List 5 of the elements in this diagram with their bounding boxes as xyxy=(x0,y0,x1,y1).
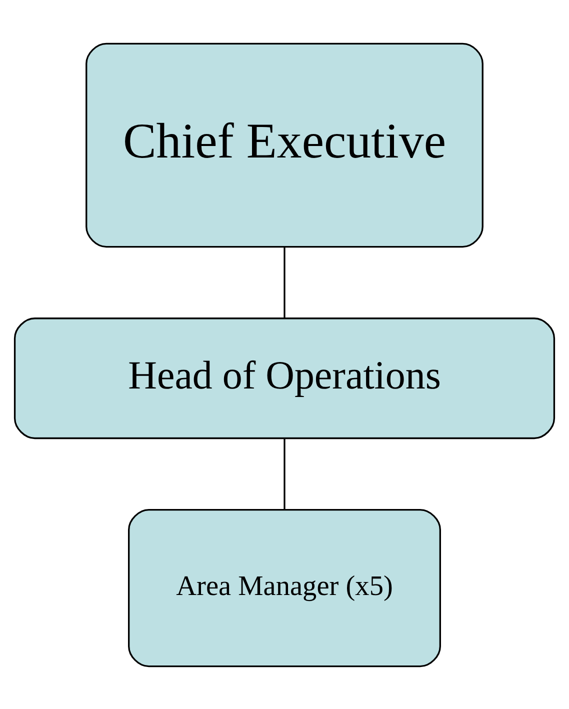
connector xyxy=(284,246,286,318)
connector xyxy=(284,438,286,509)
node-box: Chief Executive xyxy=(86,42,484,248)
node-box: Head of Operations xyxy=(14,317,556,439)
node-box: Area Manager (x5) xyxy=(128,508,441,667)
